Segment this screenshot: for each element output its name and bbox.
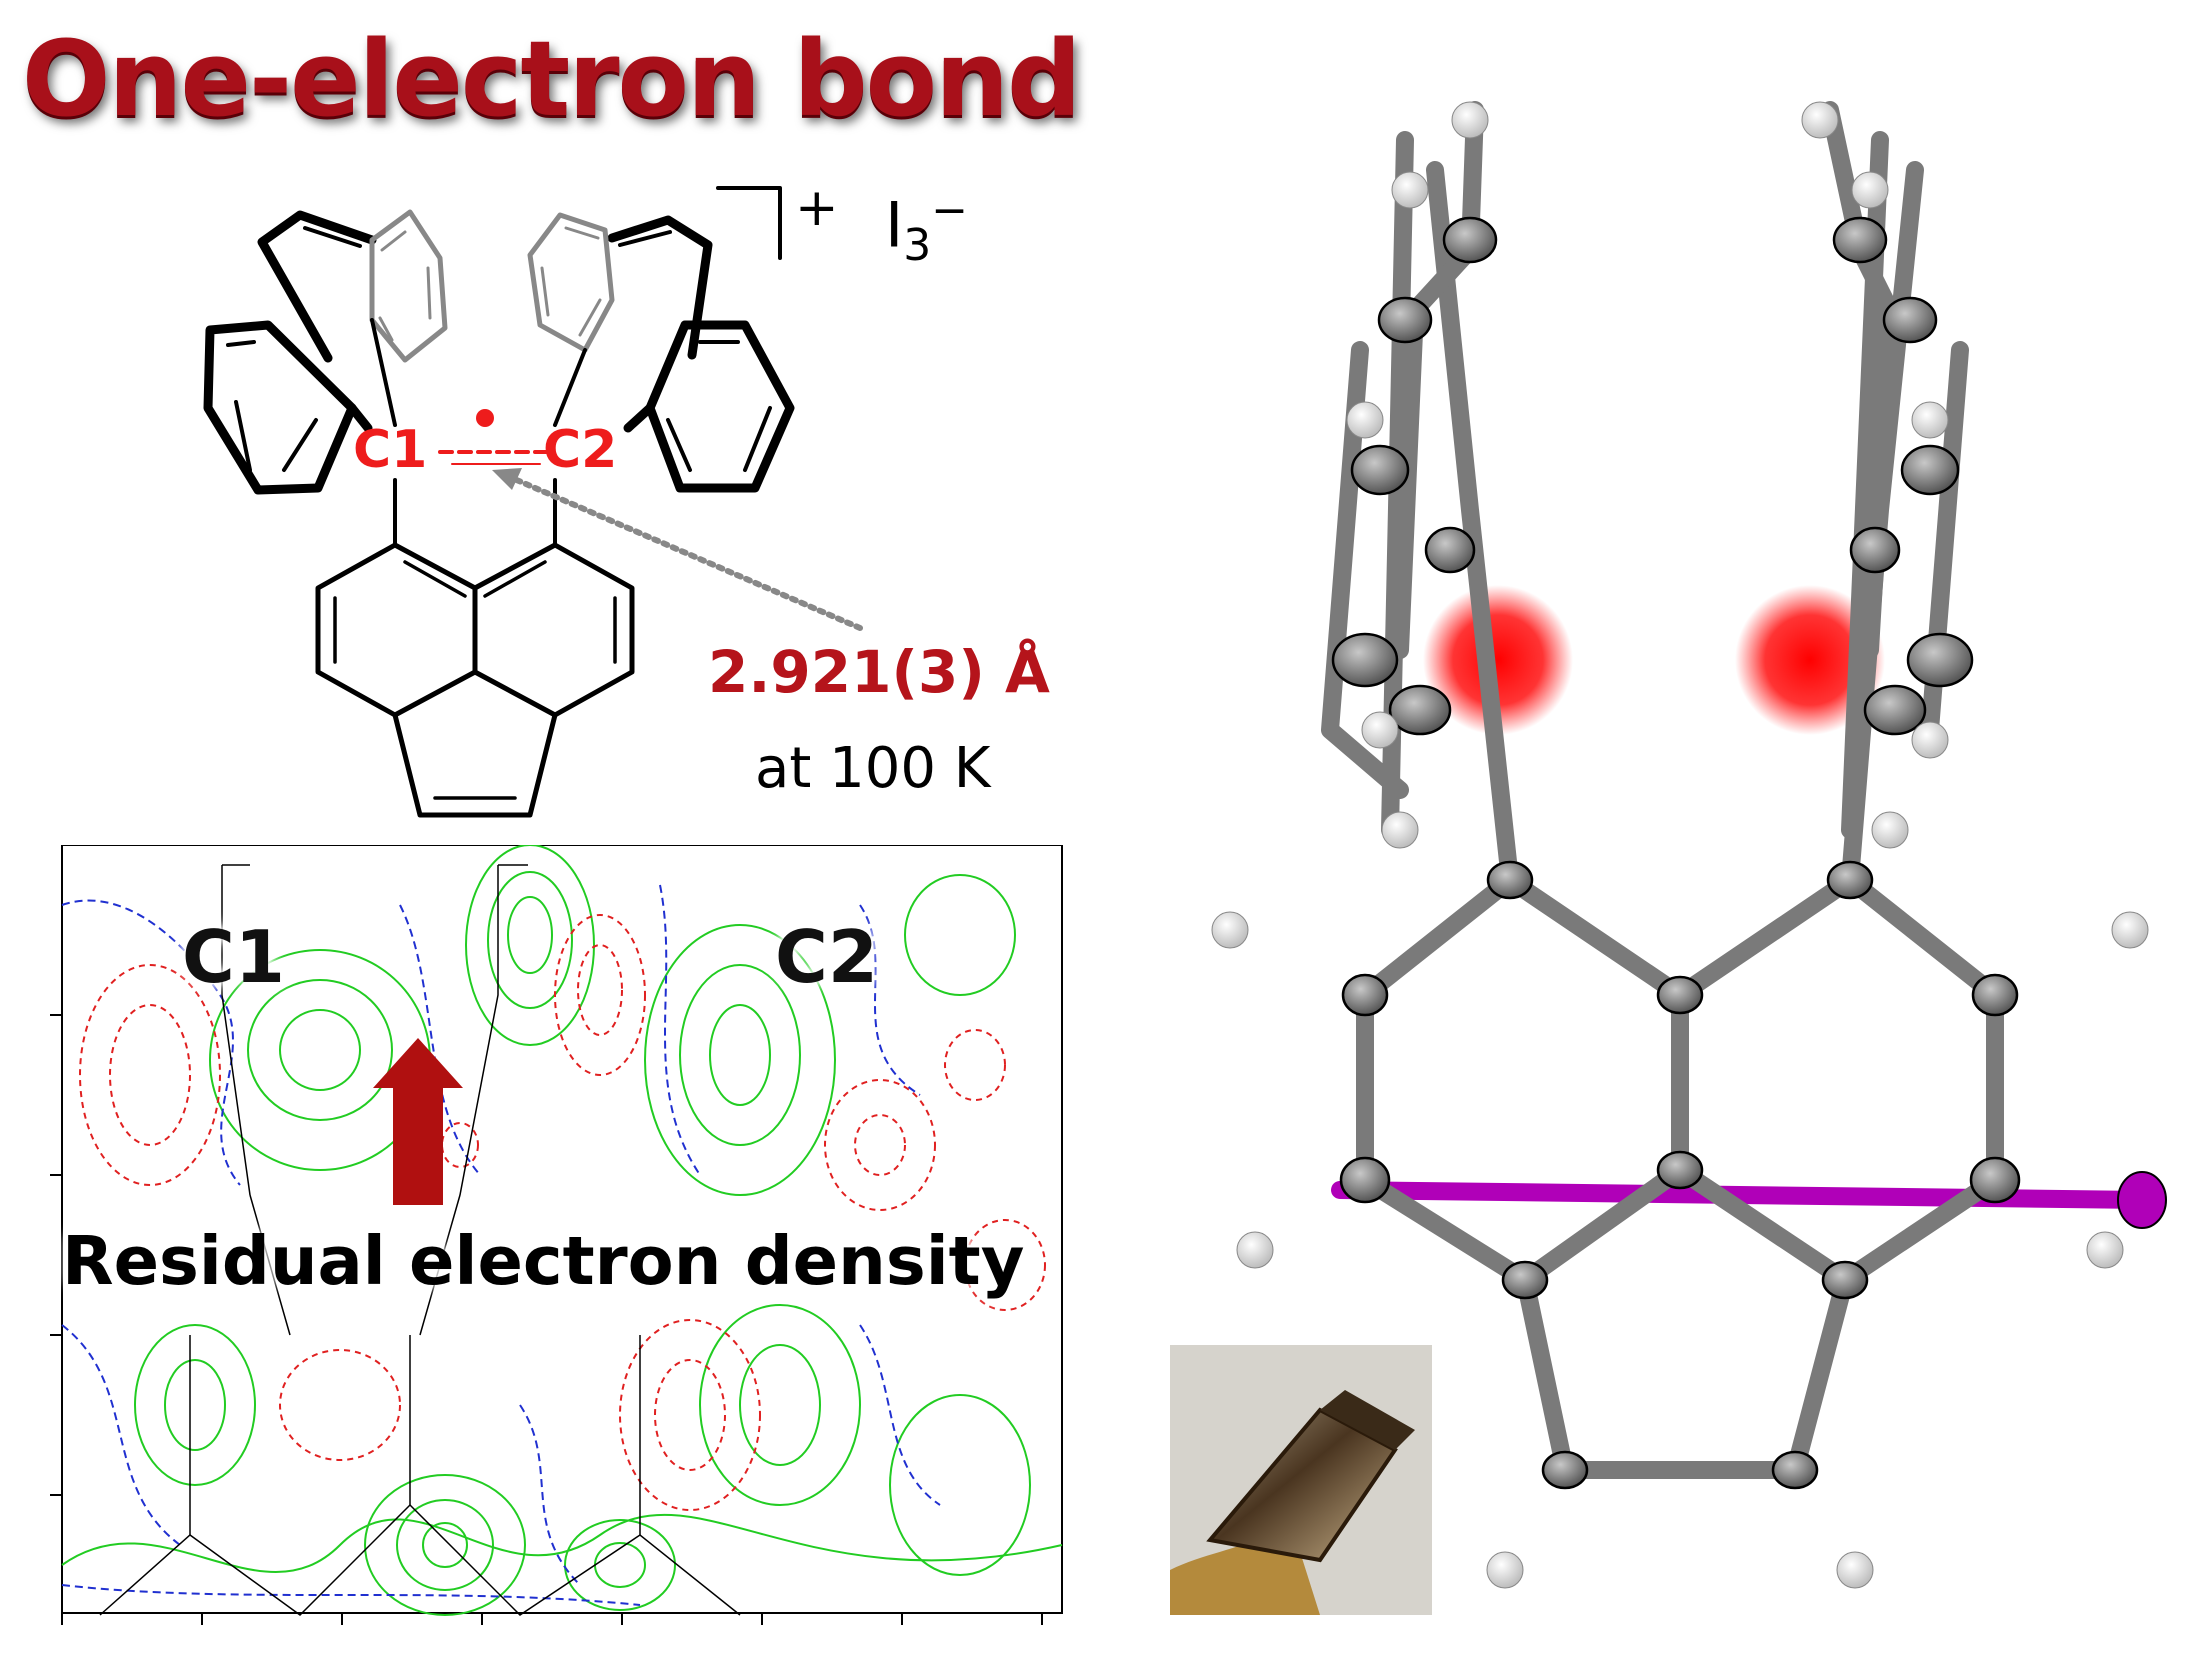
- measurement-temperature: at 100 K: [755, 736, 991, 801]
- map-label-c1: C1: [182, 915, 285, 999]
- c1-highlight-glow: [1423, 585, 1573, 735]
- figure-title: One-electron bond: [22, 18, 1082, 140]
- zero-contours: [61, 884, 941, 1606]
- triiodide-bond: [1331, 1181, 2154, 1209]
- cation-charge: +: [795, 178, 839, 238]
- counterion-charge: −: [931, 185, 969, 236]
- charge-bracket: [716, 186, 782, 260]
- chemical-structure: [203, 186, 863, 818]
- left-bridge: [257, 210, 377, 363]
- map-label-c2: C2: [775, 915, 878, 999]
- right-phenyl-ring: [527, 212, 615, 353]
- negative-contours: [79, 914, 1046, 1511]
- atom-label-c2: C2: [543, 420, 618, 480]
- density-map-caption: Residual electron density: [62, 1222, 1025, 1300]
- density-contour-map: [50, 845, 1063, 1625]
- iodine-atom: [2117, 1171, 2167, 1229]
- atom-label-c1: C1: [353, 420, 428, 480]
- crystal-structure-model: [1170, 101, 2167, 1615]
- right-bridge: [607, 215, 713, 360]
- acenaphthylene-core: [315, 542, 635, 718]
- counterion-label: I3−: [885, 185, 968, 271]
- crystal-photo: [1170, 1345, 1432, 1615]
- left-phenyl-ring: [369, 209, 448, 363]
- right-benzo-ring: [645, 320, 795, 493]
- counterion-subscript: 3: [903, 220, 932, 272]
- pointer-arrow: [509, 475, 863, 631]
- left-benzo-ring: [203, 320, 357, 495]
- counterion-symbol: I: [885, 188, 904, 262]
- positive-contours: [61, 845, 1063, 1616]
- bond-length-value: 2.921(3) Å: [708, 638, 1050, 706]
- map-axis-ticks: [50, 1014, 1043, 1625]
- atom-skeleton: [99, 864, 741, 1616]
- radical-dot: [476, 409, 494, 427]
- density-arrow: [373, 1038, 463, 1205]
